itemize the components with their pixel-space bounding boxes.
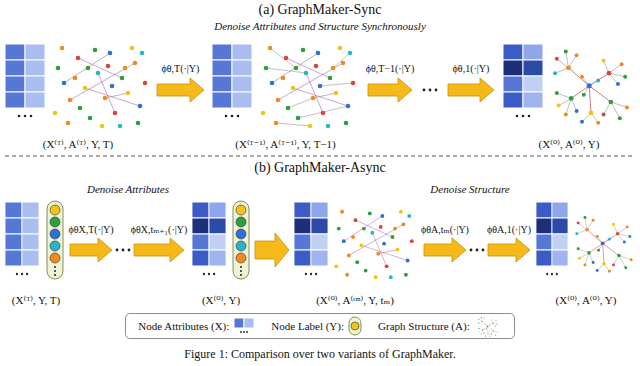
step-label: ϕθ,1(·|Y)	[453, 63, 490, 75]
legend-item: Node Label (Y):	[271, 316, 362, 336]
step-label: ϕθX,T(·|Y)	[68, 224, 113, 236]
sync-states	[5, 44, 629, 128]
state-tuple: (X⁽⁰⁾, A⁽⁰⁾, Y)	[539, 137, 600, 151]
step-label: ϕθA,tₘ(·|Y)	[421, 224, 469, 236]
step-label: ϕθ,T−1(·|Y)	[366, 63, 415, 75]
state-node: (X⁽⁰⁾, A⁽ᵗᵐ⁾, Y, tₘ)	[292, 200, 418, 308]
panel-subtitle: Denoise Structure	[430, 183, 509, 196]
state-node: (X⁽⁰⁾, Y)	[190, 200, 252, 308]
step-arrow	[255, 233, 289, 267]
state-node: (X⁽⁰⁾, A⁽⁰⁾, Y)	[500, 38, 638, 152]
legend-label-sample	[348, 316, 362, 336]
step-label: ϕθ,T(·|Y)	[162, 63, 200, 75]
panel-subtitle: Denoise Attributes	[87, 183, 169, 196]
legend-text: Node Attributes (X):	[138, 320, 229, 332]
legend-item: Node Attributes (X):	[138, 316, 255, 336]
state-node: (X⁽ᵀ⁾, A⁽ᵀ⁾, Y, T)	[3, 38, 153, 152]
panel-title: (a) GraphMaker-Sync	[259, 2, 382, 19]
step-label: ϕθA,1(·|Y)	[487, 224, 531, 236]
panel-subtitle: Denoise Attributes and Structure Synchro…	[214, 20, 426, 33]
state-node: (X⁽ᵀ⁾, Y, T)	[3, 200, 69, 308]
legend-text: Graph Structure (A):	[378, 320, 470, 332]
divider-line	[5, 156, 635, 157]
legend-graph-sample	[474, 315, 502, 337]
step-arrow	[157, 78, 204, 102]
legend-text: Node Label (Y):	[271, 320, 344, 332]
state-tuple: (X⁽ᵀ⁾, Y, T)	[12, 293, 60, 307]
state-node: (X⁽ᵀ⁻¹⁾, A⁽ᵀ⁻¹⁾, Y, T−1)	[208, 38, 363, 152]
legend-box: Node Attributes (X): Node Label (Y): Gra…	[125, 313, 514, 339]
state-tuple: (X⁽ᵀ⁾, A⁽ᵀ⁾, Y, T)	[43, 137, 114, 151]
step-label: ϕθX,tₘ₊₁(·|Y)	[131, 224, 188, 236]
state-tuple: (X⁽⁰⁾, A⁽⁰⁾, Y)	[556, 293, 617, 307]
legend-matrix-sample	[233, 316, 255, 336]
legend-item: Graph Structure (A):	[378, 315, 502, 337]
state-node: (X⁽⁰⁾, A⁽⁰⁾, Y)	[534, 200, 638, 308]
async-states	[5, 201, 633, 279]
state-tuple: (X⁽ᵀ⁻¹⁾, A⁽ᵀ⁻¹⁾, Y, T−1)	[235, 137, 335, 151]
state-tuple: (X⁽⁰⁾, Y)	[202, 293, 240, 307]
panel-title: (b) GraphMaker-Async	[254, 160, 386, 177]
state-tuple: (X⁽⁰⁾, A⁽ᵗᵐ⁾, Y, tₘ)	[316, 293, 394, 307]
figure-caption: Figure 1: Comparison over two variants o…	[0, 346, 640, 362]
